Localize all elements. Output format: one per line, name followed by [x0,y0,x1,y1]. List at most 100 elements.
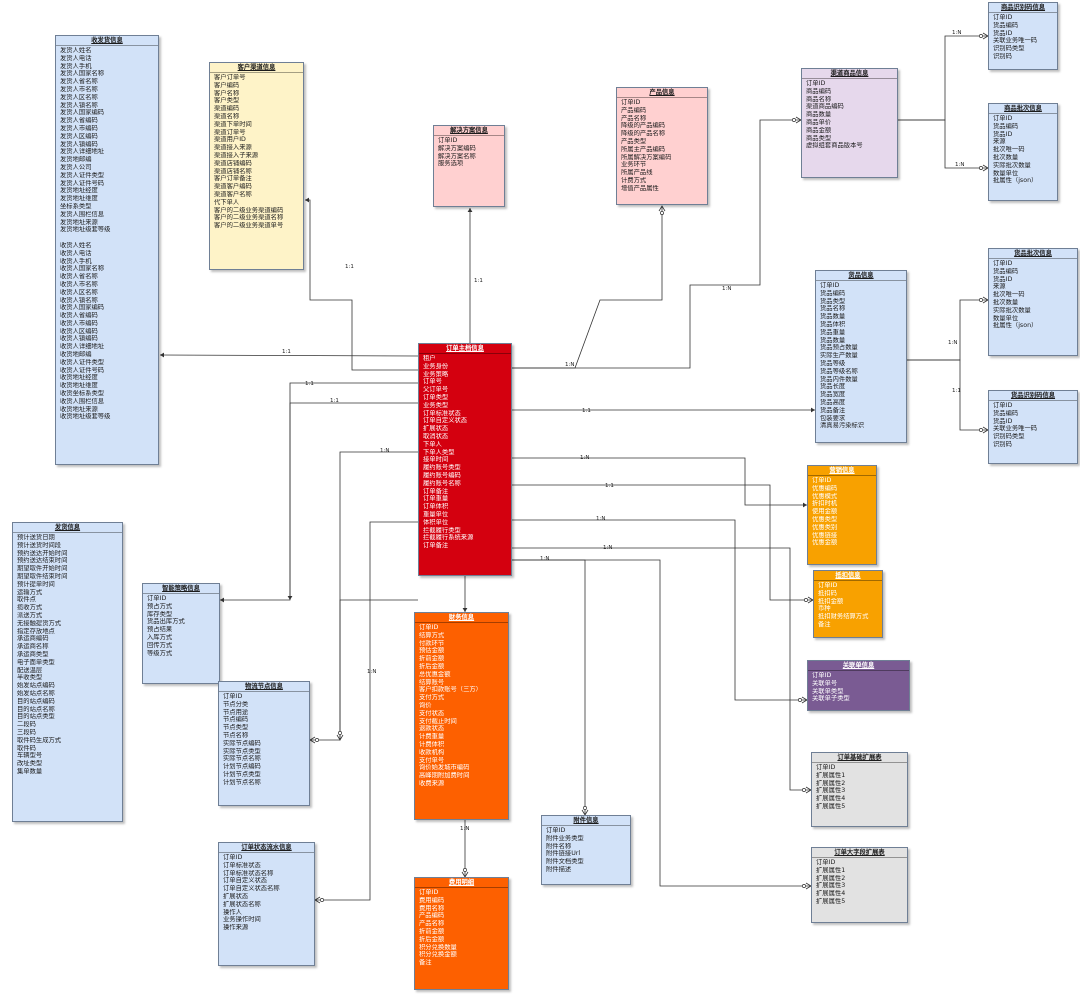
entity-field: 抵扣码 [818,589,837,597]
entity-field: 发货人省编码 [60,117,98,125]
entity-field: 业务身份 [423,362,449,370]
entity-field: 收货人国家名称 [60,265,105,273]
entity-field: 客户的二级业务渠道编码 [214,206,284,214]
entity-channel[interactable]: 客户渠道信息客户订单号客户编码客户名称客户类型渠道编码渠道名称渠道下单时间渠道订… [209,62,304,270]
relation-line [898,119,988,169]
entity-title: 收发货信息 [56,36,158,46]
entity-field: 收货人市编码 [60,319,98,327]
entity-field: 收货地址来源 [60,405,98,413]
entity-field: 订单ID [816,859,836,866]
entity-field: 收货地址级套等级 [60,413,111,421]
entity-field: 数量单位 [993,169,1019,177]
entity-field: 渠道客户名称 [214,190,252,198]
entity-field: 预约送达开始时间 [17,549,68,557]
entity-field: 询价 [419,701,432,709]
entity-field: 节点类型 [223,724,249,732]
entity-field: 渠道商品编码 [806,103,844,111]
entity-field: 订单号 [423,378,442,386]
entity-field: 实际生产数量 [820,352,858,360]
entity-field: 收货人国家编码 [60,304,105,312]
entity-field: 取消状态 [423,432,449,440]
entity-field: 接单时间 [423,456,449,464]
many-end-crowsfoot [658,205,666,212]
entity-field: 批次数量 [993,298,1019,306]
cardinality-label: 1:N [603,545,612,551]
entity-field: 业务操作时间 [223,916,261,924]
entity-field: 商品名称 [806,95,832,103]
entity-title: 关联单信息 [808,661,909,671]
entity-field: 揽收方式 [17,604,43,612]
entity-field: 订单ID [812,477,832,484]
entity-field: 商品数量 [806,111,832,119]
entity-title: 渠道商品信息 [802,69,897,79]
entity-title: 费用明细 [415,878,508,888]
entity-field: 客户编码 [214,81,240,89]
entity-field: 二段码 [17,721,36,729]
entity-title: 营销信息 [808,466,876,476]
entity-field: 币种 [818,605,831,613]
entity-field: 商品类型 [806,134,832,142]
entity-field: 商品编码 [806,87,832,95]
entity-field: 节点编码 [223,716,249,724]
entity-field: 优惠金额 [812,539,838,547]
entity-field: 来源 [993,138,1006,146]
entity-field: 货品预占数量 [820,344,858,352]
entity-field: 收货人围栏信息 [60,397,105,405]
entity-field: 货品重量 [820,328,846,336]
entity-field: 渠道接入子来源 [214,151,259,159]
entity-field: 发货人市编码 [60,124,98,132]
entity-field: 实际批次数量 [993,306,1031,314]
one-end-arrow [803,502,807,508]
entity-shipping[interactable]: 发货信息预计送货日期预计送货时间段预约送达开始时间预约送达结束时间期望取件开始时… [12,522,123,822]
entity-field: 抵扣金额 [818,597,844,605]
relation-line [512,559,586,815]
entity-field: 货品体积 [820,320,846,328]
entity-field: 解决方案编码 [438,144,476,152]
entity-field: 扩展属性1 [816,866,846,874]
entity-field: 总优惠金额 [419,670,451,678]
entity-sender[interactable]: 收发货信息发货人姓名发货人电话发货人手机发货人国家名称发货人省名称发货人市名称发… [55,35,159,465]
entity-field: 退款状态 [419,725,445,733]
entity-field: 期望取件结束时间 [17,572,68,580]
entity-field: 货品内件数量 [820,375,858,383]
entity-field: 承运商名称 [17,643,49,651]
cardinality-label: 1:N [580,455,589,461]
relation-line [220,382,418,601]
entity-field: 优惠链接 [812,531,838,539]
entity-field: 代下单人 [214,198,240,206]
entity-field: 货品长度 [820,383,846,391]
entity-field: 货品数量 [820,336,846,344]
entity-field: 计费方式 [621,176,647,184]
many-end-crowsfoot [314,896,321,904]
entity-field: 目的站点编码 [17,697,55,705]
entity-field: 货品ID [993,417,1013,425]
entity-order-main[interactable]: 订单主档信息租户业务身份业务策略订单号父订单号订单类型业务类型订单标准状态订单自… [418,343,512,576]
